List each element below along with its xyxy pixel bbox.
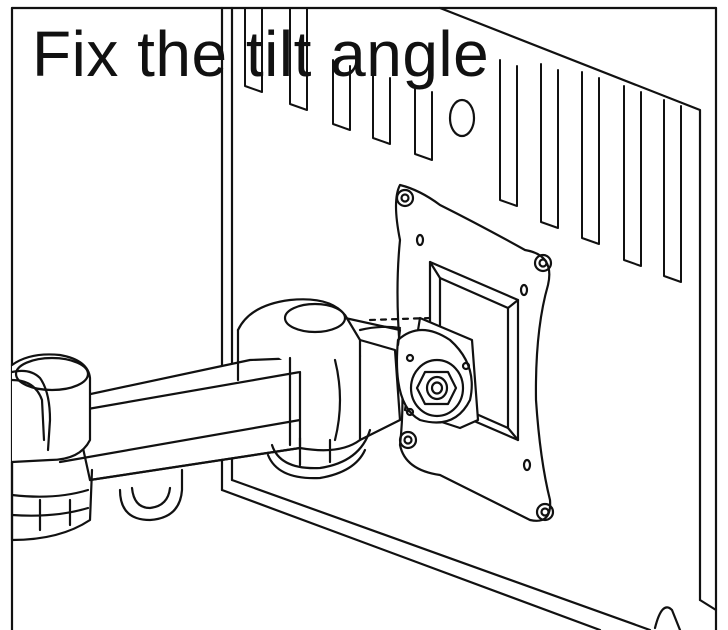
left-joint (10, 353, 94, 542)
panel-hole (448, 98, 476, 138)
page-border (10, 6, 718, 630)
cable-clip (118, 468, 184, 522)
panel-hole-bottom (653, 606, 682, 630)
tilt-bracket (395, 316, 480, 430)
vent-slots (244, 7, 682, 283)
instruction-title: Fix the tilt angle (32, 18, 490, 90)
arm-segment (58, 298, 402, 482)
alignment-dash (368, 316, 432, 322)
